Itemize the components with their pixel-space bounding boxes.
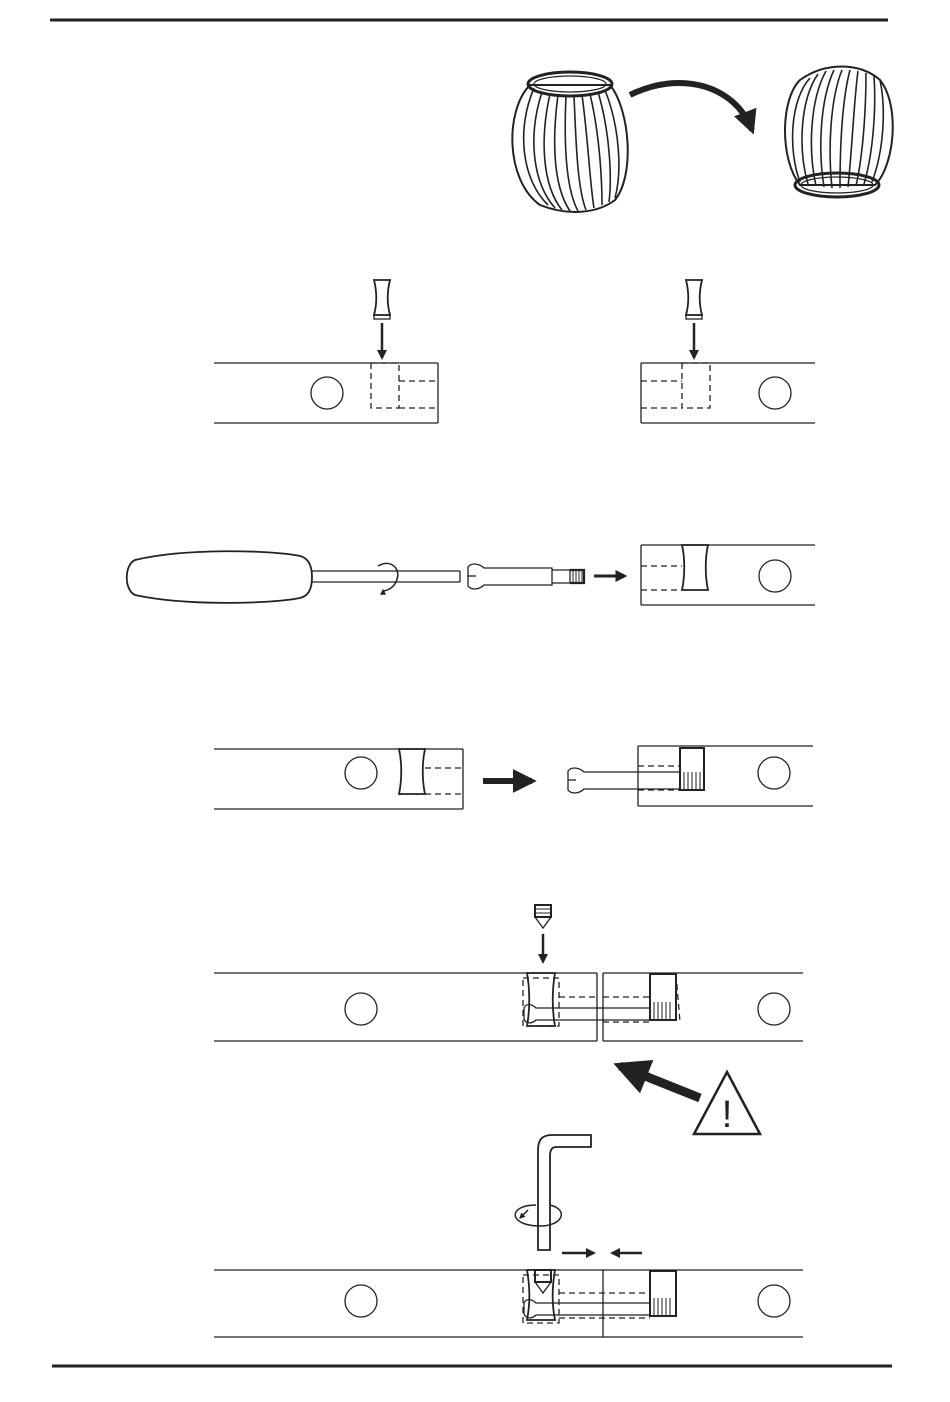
warning-icon: ! <box>694 1072 760 1136</box>
lamp-shade-inverted-icon <box>785 67 893 198</box>
pointer-arrow-icon <box>620 1066 700 1098</box>
step-drive-bolt <box>127 545 815 605</box>
bracket-rail-left <box>214 749 463 809</box>
set-screw-icon <box>535 905 551 928</box>
step-insert-set-screw: ! <box>214 905 803 1136</box>
step-flip-shade <box>512 67 892 212</box>
connector-bolt-icon <box>468 564 584 589</box>
bracket-rail-right <box>603 973 803 1041</box>
bracket-rail-right <box>641 363 815 423</box>
screwdriver-icon <box>127 551 460 603</box>
bracket-rail-right <box>638 746 813 806</box>
warning-symbol: ! <box>722 1094 733 1136</box>
rotation-icon <box>378 563 398 590</box>
step-join-rails <box>214 746 813 809</box>
bracket-rail-left <box>214 363 438 423</box>
curved-arrow-icon <box>630 83 752 130</box>
joined-bracket-rail <box>214 1270 803 1337</box>
bracket-rail-right <box>641 545 815 605</box>
connector-bolt-icon <box>524 1005 650 1023</box>
barrel-nut-icon <box>686 280 702 319</box>
bracket-rail-left <box>214 973 597 1041</box>
step-insert-barrel-nuts <box>214 280 815 423</box>
rotation-tail <box>520 1210 528 1218</box>
connector-bolt-icon <box>568 768 680 793</box>
step-tighten-allen-key <box>214 1135 803 1337</box>
barrel-nut-icon <box>374 280 390 319</box>
lamp-shade-upright-icon <box>512 72 627 212</box>
allen-key-icon <box>538 1135 591 1250</box>
